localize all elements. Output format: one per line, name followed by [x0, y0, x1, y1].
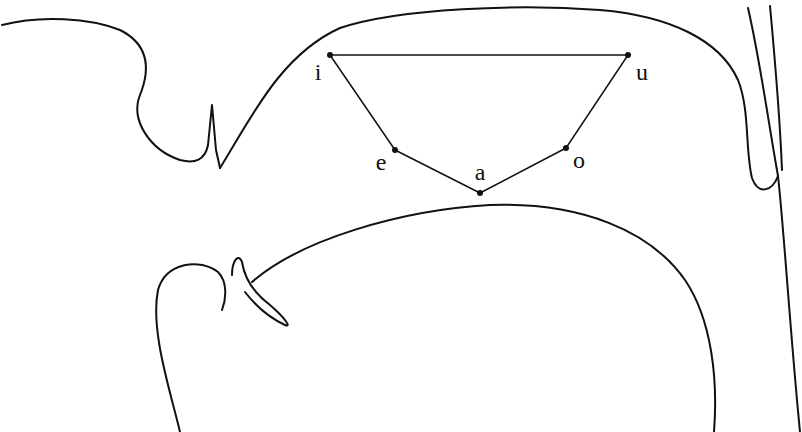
- vowel-point: [625, 52, 631, 58]
- vowel-text: a: [475, 159, 486, 185]
- upper-lip-outline: [2, 19, 208, 161]
- tongue-outline: [252, 205, 715, 432]
- vowel-text: u: [636, 59, 648, 85]
- vowel-label: o: [573, 148, 585, 172]
- vowel-point: [563, 145, 569, 151]
- palate-outline: [220, 7, 778, 189]
- vowel-point: [477, 190, 483, 196]
- lower-lip-outline: [156, 264, 225, 432]
- lower-incisor: [232, 258, 288, 326]
- vowel-text: o: [573, 147, 585, 173]
- vowel-label: a: [475, 160, 486, 184]
- vowel-label: i: [315, 60, 322, 84]
- pharynx-wall: [748, 8, 800, 432]
- vowel-trapezoid: [330, 55, 628, 193]
- vowel-label: u: [636, 60, 648, 84]
- upper-incisor: [208, 105, 220, 168]
- vowel-label: e: [376, 150, 387, 174]
- pharynx-wall: [770, 6, 782, 170]
- vowel-point: [392, 147, 398, 153]
- vowel-text: i: [315, 59, 322, 85]
- vowel-text: e: [376, 149, 387, 175]
- vowel-point: [327, 52, 333, 58]
